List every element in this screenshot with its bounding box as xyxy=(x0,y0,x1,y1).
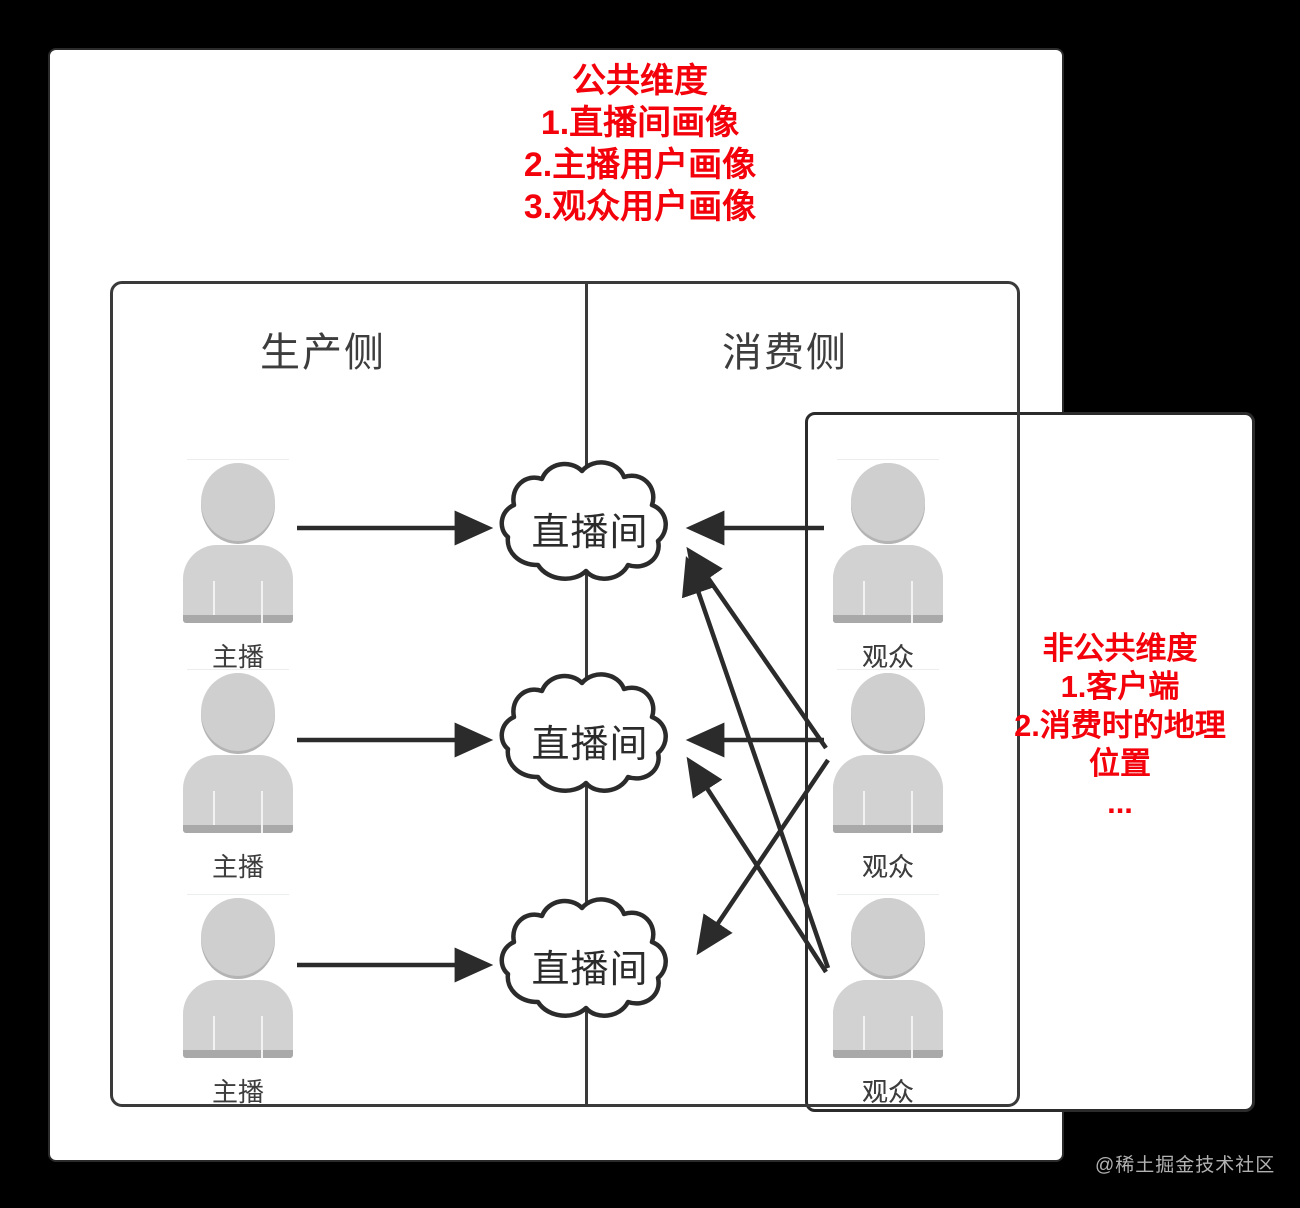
person-body-icon xyxy=(833,980,943,1058)
person-body-icon xyxy=(833,545,943,623)
person-body-icon xyxy=(183,755,293,833)
viewer-label-2: 观众 xyxy=(861,852,914,882)
broadcaster-label-3: 主播 xyxy=(211,1077,264,1107)
person-body-icon xyxy=(183,980,293,1058)
watermark: @稀土掘金技术社区 xyxy=(1095,1155,1276,1176)
divider-line xyxy=(187,894,289,895)
live-room-3: 直播间 xyxy=(490,890,690,1040)
sides-container xyxy=(110,281,1020,1107)
person-base xyxy=(833,615,943,623)
divider-line xyxy=(837,669,939,670)
viewer-3: 观众 xyxy=(833,894,943,1109)
viewer-label-1-front: 观众 xyxy=(861,642,914,672)
viewer-label-1: 观众 xyxy=(861,642,914,672)
cloud-icon xyxy=(499,672,668,793)
viewer-1: 观众 xyxy=(833,459,943,674)
person-base xyxy=(183,1050,293,1058)
person-base xyxy=(183,825,293,833)
cloud-icon xyxy=(499,460,668,581)
divider-line xyxy=(837,894,939,895)
non-public-dimensions-annotation: 非公共维度 1.客户端 2.消费时的地理 位置 ... xyxy=(1014,631,1226,820)
cloud-icon xyxy=(499,897,668,1018)
broadcaster-2: 主播 xyxy=(183,669,293,884)
divider-line xyxy=(837,459,939,460)
viewer-label-2-front: 观众 xyxy=(861,852,914,882)
live-room-label-3: 直播间 xyxy=(531,948,649,991)
person-body-icon xyxy=(833,755,943,833)
person-head-icon xyxy=(201,898,275,976)
live-room-label-1: 直播间 xyxy=(531,511,649,554)
production-side-title: 生产侧 xyxy=(260,331,386,375)
divider-line xyxy=(187,459,289,460)
divider-line xyxy=(187,669,289,670)
public-dimensions-annotation: 公共维度 1.直播间画像 2.主播用户画像 3.观众用户画像 xyxy=(523,62,757,227)
broadcaster-label-1: 主播 xyxy=(211,642,264,672)
person-head-icon xyxy=(201,463,275,541)
consumption-side-title: 消费侧 xyxy=(722,331,848,375)
person-head-icon xyxy=(851,673,925,751)
live-room-2: 直播间 xyxy=(490,665,690,815)
live-room-1: 直播间 xyxy=(490,453,690,603)
person-body-icon xyxy=(183,545,293,623)
broadcaster-3: 主播 xyxy=(183,894,293,1109)
viewer-label-3: 观众 xyxy=(861,1077,914,1107)
person-head-icon xyxy=(851,463,925,541)
person-head-icon xyxy=(201,673,275,751)
viewer-2: 观众 xyxy=(833,669,943,884)
person-base xyxy=(183,615,293,623)
person-base xyxy=(833,825,943,833)
person-base xyxy=(833,1050,943,1058)
broadcaster-label-2: 主播 xyxy=(211,852,264,882)
viewer-label-3-front: 观众 xyxy=(861,1077,914,1107)
broadcaster-1: 主播 xyxy=(183,459,293,674)
live-room-label-2: 直播间 xyxy=(531,723,649,766)
person-head-icon xyxy=(851,898,925,976)
